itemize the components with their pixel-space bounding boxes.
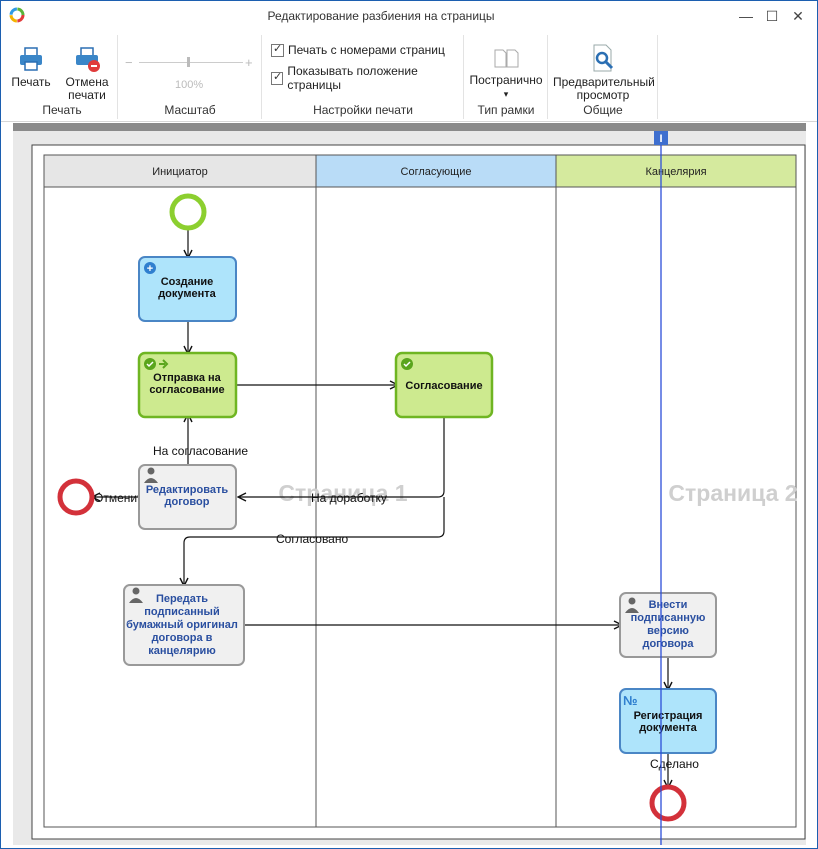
frame-type-group-label: Тип рамки [477,103,535,117]
number-sign-icon: № [623,693,638,708]
minimize-button[interactable]: — [739,8,753,24]
svg-text:+: + [147,263,153,275]
scale-group: − + 100% Масштаб [119,35,262,119]
lane-title-initiator: Инициатор [152,166,208,178]
page-frame-button[interactable]: Постранично ▾ [467,47,545,101]
page-label-2: Страница 2 [668,480,797,506]
lane-title-approvers: Согласующие [401,166,472,178]
zoom-value: 100% [175,79,204,91]
checkbox-checked-icon [271,42,284,57]
page-label-1: Страница 1 [278,480,407,506]
user-icon [147,467,155,475]
end-event-done[interactable] [649,784,687,822]
diagram-canvas[interactable]: Инициатор Согласующие Канцелярия Страниц… [13,123,806,845]
lane-header-approvers [315,154,557,188]
print-button[interactable]: Печать [9,45,53,89]
preview-label: Предварительный просмотр [553,75,655,102]
pages-icon [494,49,519,68]
diagram-svg: Инициатор Согласующие Канцелярия Страниц… [31,129,806,845]
scale-group-label: Масштаб [164,103,216,117]
lane-title-office: Канцелярия [645,166,706,178]
checkbox-checked-icon [271,70,284,85]
start-event[interactable] [169,193,207,231]
task-approval-label: Согласование [405,380,482,392]
preview-magnifier-icon [593,44,614,72]
flow-label-cancel: Отменить [94,491,149,505]
print-settings-group: Печать с номерами страниц Показывать пол… [263,35,464,119]
zoom-out-button[interactable]: − [125,55,133,70]
end-event-cancel[interactable] [57,478,95,516]
flow-label-done: Сделано [650,757,699,771]
page-split-handle[interactable] [654,129,668,145]
frame-type-group: Постранично ▾ Тип рамки [465,35,548,119]
title-bar: Редактирование разбиения на страницы — ☐… [1,1,817,31]
flow-label-to-approval: На согласование [153,444,248,458]
page-frame-label: Постранично [469,73,543,87]
dropdown-arrow-icon: ▾ [503,89,509,99]
maximize-button[interactable]: ☐ [765,8,779,24]
flow-label-rework: На доработку [311,491,387,505]
user-icon [628,597,636,605]
close-button[interactable]: ✕ [792,8,804,24]
flow-connectors [93,229,668,787]
cancel-print-button[interactable]: Отмена печати [61,45,113,102]
page-numbers-label: Печать с номерами страниц [288,43,445,57]
ribbon: Печать Отмена печати Печать − + 100% Мас… [1,31,817,122]
zoom-slider-thumb[interactable] [187,57,190,67]
print-group: Печать Отмена печати Печать [7,35,118,119]
window-title: Редактирование разбиения на страницы [267,9,495,23]
common-group-label: Общие [583,103,623,117]
task-approval[interactable]: Согласование [394,351,494,419]
page-position-label: Показывать положение страницы [287,64,418,92]
cancel-print-label: Отмена печати [65,75,109,102]
print-button-label: Печать [11,75,51,89]
lane-header-office [555,154,797,188]
page-numbers-checkbox[interactable]: Печать с номерами страниц [271,42,445,57]
printer-cancel-icon [76,47,100,72]
print-settings-group-label: Настройки печати [313,103,413,117]
page-split-handle-icon: I [659,133,662,145]
page-position-checkbox[interactable]: Показывать положение страницы [271,64,463,92]
app-logo-icon [9,7,25,23]
print-group-label: Печать [42,103,82,117]
lane-header-initiator [43,154,317,188]
flow-label-approved: Согласовано [276,532,348,546]
preview-button[interactable]: Предварительный просмотр [553,43,655,102]
send-arrow-icon [159,359,169,369]
plus-icon [144,262,156,274]
zoom-in-button[interactable]: + [245,55,253,70]
printer-icon [20,47,42,71]
zoom-slider-track[interactable] [139,62,243,63]
user-icon [132,587,140,595]
common-group: Предварительный просмотр Общие [549,35,658,119]
